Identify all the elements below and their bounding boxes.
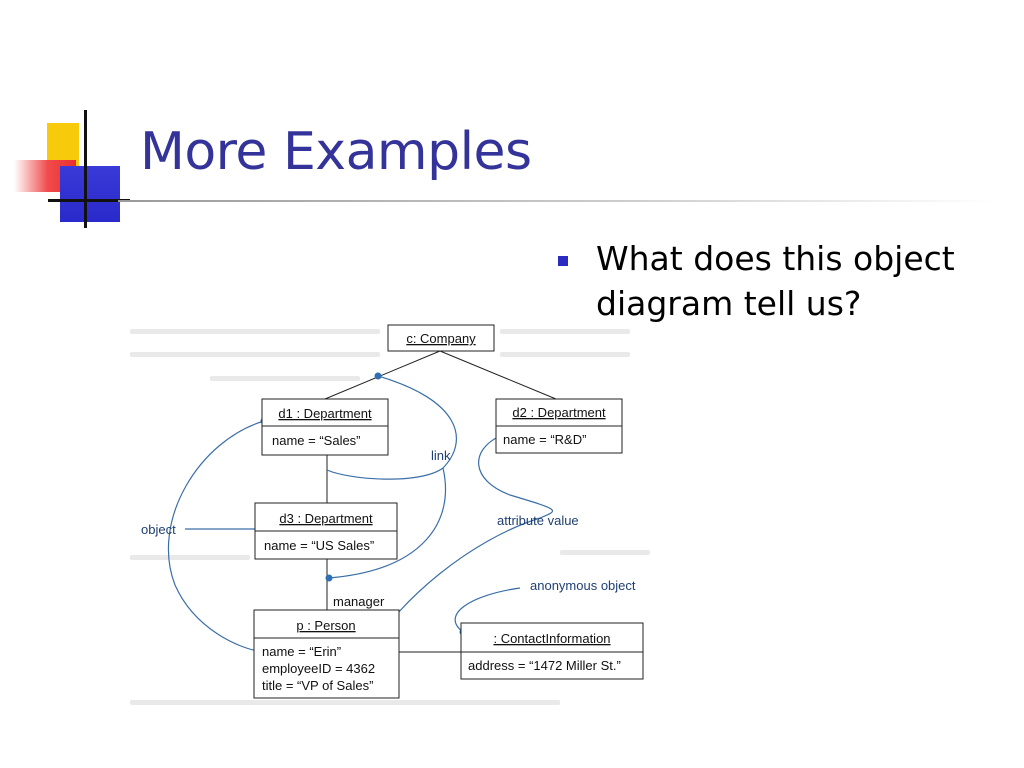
- object-person-name: p : Person: [296, 618, 355, 633]
- dot-link: [374, 372, 382, 380]
- object-person-attr-name: name = “Erin”: [262, 644, 341, 659]
- object-person: p : Person name = “Erin” employeeID = 43…: [253, 609, 400, 699]
- label-object: object: [141, 522, 176, 537]
- callout-anonymous-object: [454, 587, 521, 633]
- callout-link-lower: [328, 467, 447, 579]
- callout-attribute-value: [369, 435, 553, 651]
- label-anonymous-object: anonymous object: [530, 578, 636, 593]
- decor-horizontal-line: [48, 199, 130, 202]
- object-d2-name: d2 : Department: [512, 405, 606, 420]
- object-company-name: c: Company: [406, 331, 476, 346]
- object-d3: d3 : Department name = “US Sales”: [254, 502, 398, 560]
- dot-d3-line: [325, 574, 333, 582]
- slide-title: More Examples: [140, 122, 532, 182]
- callout-object-lower: [167, 420, 265, 652]
- decor-vertical-line: [84, 110, 87, 228]
- object-d1-name: d1 : Department: [278, 406, 372, 421]
- object-contact-name: : ContactInformation: [493, 631, 610, 646]
- object-d2: d2 : Department name = “R&D”: [495, 398, 623, 454]
- callout-link-upper: [326, 375, 457, 480]
- object-person-attr-id: employeeID = 4362: [262, 661, 375, 676]
- title-underline: [118, 200, 998, 202]
- bullet-text: What does this object diagram tell us?: [596, 239, 955, 323]
- object-d3-name: d3 : Department: [279, 511, 373, 526]
- object-d1-attr: name = “Sales”: [272, 433, 361, 448]
- object-company: c: Company: [387, 324, 495, 352]
- line-company-d2: [439, 350, 557, 400]
- object-d1: d1 : Department name = “Sales”: [261, 398, 389, 456]
- line-company-d1: [324, 350, 441, 400]
- decor-blue-square: [60, 166, 120, 222]
- label-attribute-value: attribute value: [497, 513, 579, 528]
- object-d2-attr: name = “R&D”: [503, 432, 586, 447]
- bullet-square-icon: [558, 256, 568, 266]
- object-person-attr-title: title = “VP of Sales”: [262, 678, 373, 693]
- label-manager: manager: [333, 594, 385, 609]
- object-d3-attr: name = “US Sales”: [264, 538, 374, 553]
- object-contact: : ContactInformation address = “1472 Mil…: [460, 622, 644, 680]
- label-link: link: [431, 448, 451, 463]
- object-contact-attr: address = “1472 Miller St.”: [468, 658, 621, 673]
